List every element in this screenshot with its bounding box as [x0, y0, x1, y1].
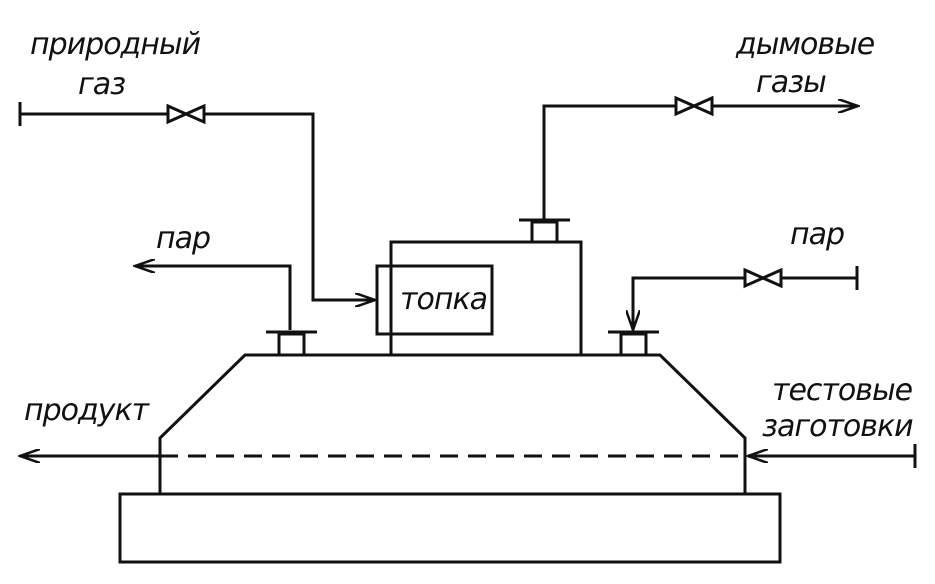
flue-gas-valve-icon — [674, 95, 714, 117]
dough-label-line1: тестовые — [772, 373, 913, 408]
natural-gas-label-line1: природный — [30, 27, 201, 62]
furnace-housing — [389, 240, 583, 357]
steam-right-flange — [608, 330, 659, 357]
steam-left-flange — [266, 330, 317, 357]
product-label: продукт — [24, 393, 149, 428]
flue-gas-label-line1: дымовые — [736, 27, 875, 62]
steam-right-valve-icon — [743, 267, 783, 289]
flue-gas-pipe — [542, 106, 858, 220]
steam-left-label: пар — [156, 221, 211, 256]
natural-gas-label-line2: газ — [78, 67, 126, 102]
gas-valve-icon — [166, 103, 206, 125]
furnace-label: топка — [400, 282, 488, 317]
gas-pipe — [20, 112, 375, 300]
dough-label-line2: заготовки — [762, 409, 914, 444]
furnace-box — [375, 264, 494, 336]
steam-right-label: пар — [790, 217, 845, 252]
steam-left-pipe — [135, 266, 292, 330]
flue-flange — [519, 218, 570, 244]
oven-base — [118, 492, 782, 564]
oven-body — [158, 353, 747, 494]
flue-gas-label-line2: газы — [756, 65, 827, 100]
